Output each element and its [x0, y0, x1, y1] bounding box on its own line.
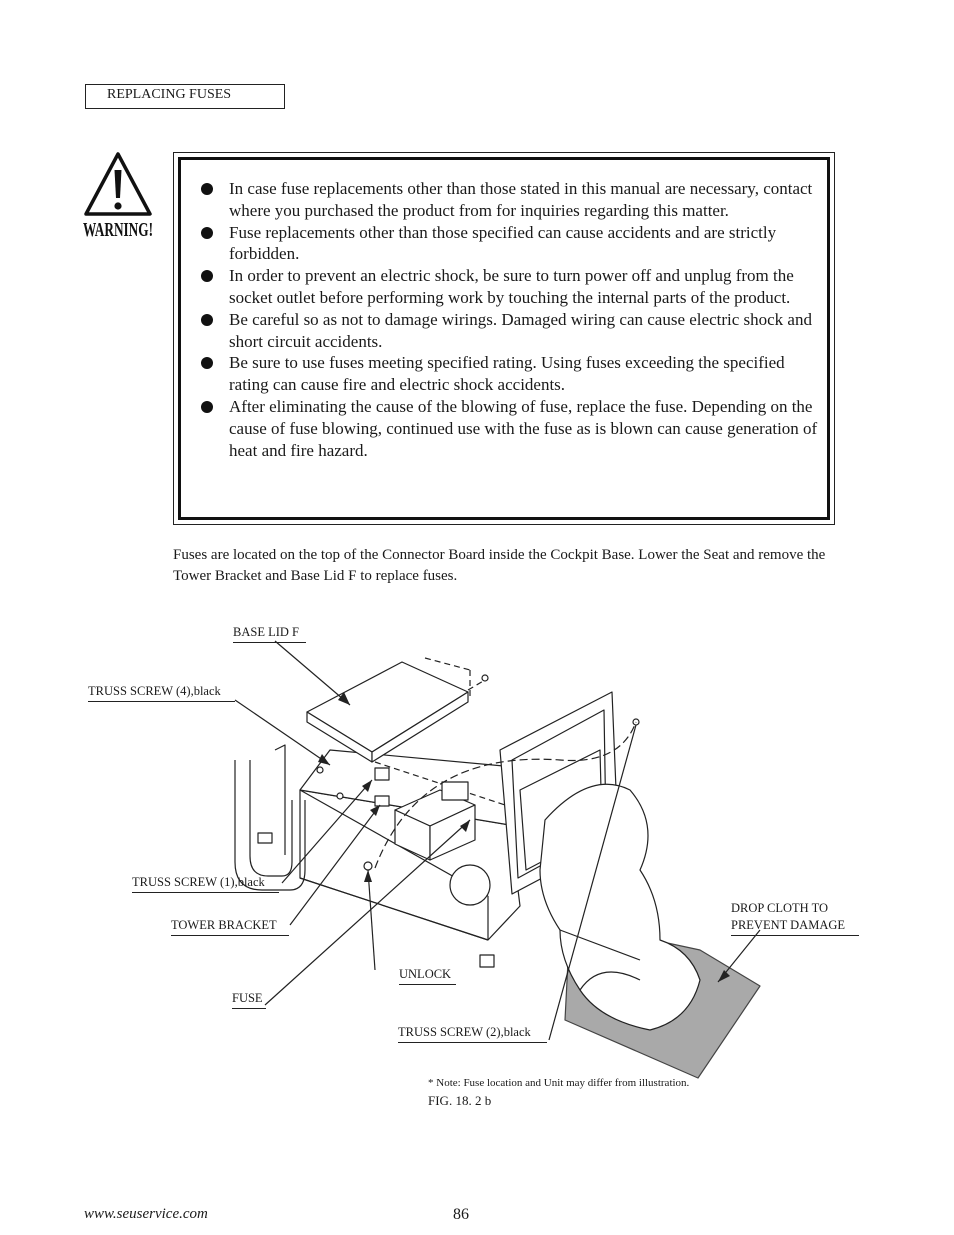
warning-triangle-icon: WARNING! [83, 152, 153, 240]
warning-item: After eliminating the cause of the blowi… [199, 396, 819, 461]
warning-item: In case fuse replacements other than tho… [199, 178, 819, 222]
label-truss-screw-4: TRUSS SCREW (4),black [88, 684, 235, 702]
warning-item: Be careful so as not to damage wirings. … [199, 309, 819, 353]
section-title: REPLACING FUSES [85, 84, 285, 109]
warning-item: In order to prevent an electric shock, b… [199, 265, 819, 309]
bullet-icon [201, 313, 213, 326]
label-fuse: FUSE [232, 991, 266, 1009]
bullet-icon [201, 357, 213, 370]
cockpit-illustration [234, 640, 761, 1079]
bullet-icon [201, 226, 213, 239]
page-number: 86 [453, 1206, 469, 1223]
warning-label: WARNING! [83, 219, 153, 240]
warning-box: In case fuse replacements other than tho… [173, 152, 835, 525]
label-unlock: UNLOCK [399, 967, 456, 985]
figure-caption: FIG. 18. 2 b [428, 1093, 492, 1108]
bullet-icon [201, 400, 213, 413]
warning-list: In case fuse replacements other than tho… [199, 178, 819, 461]
label-tower-bracket: TOWER BRACKET [171, 918, 289, 936]
label-truss-screw-1: TRUSS SCREW (1),black [132, 875, 279, 893]
figure-note: * Note: Fuse location and Unit may diffe… [428, 1077, 690, 1089]
warning-item: Be sure to use fuses meeting specified r… [199, 352, 819, 396]
label-drop-cloth-line2: PREVENT DAMAGE [731, 918, 859, 936]
warning-item: Fuse replacements other than those speci… [199, 222, 819, 266]
intro-paragraph: Fuses are located on the top of the Conn… [173, 547, 826, 584]
label-drop-cloth-line1: DROP CLOTH TO [731, 901, 829, 915]
label-truss-screw-2: TRUSS SCREW (2),black [398, 1025, 547, 1043]
bullet-icon [201, 183, 213, 195]
bullet-icon [201, 270, 213, 283]
label-base-lid: BASE LID F [233, 625, 306, 643]
footer-url: www.seuservice.com [84, 1206, 208, 1222]
